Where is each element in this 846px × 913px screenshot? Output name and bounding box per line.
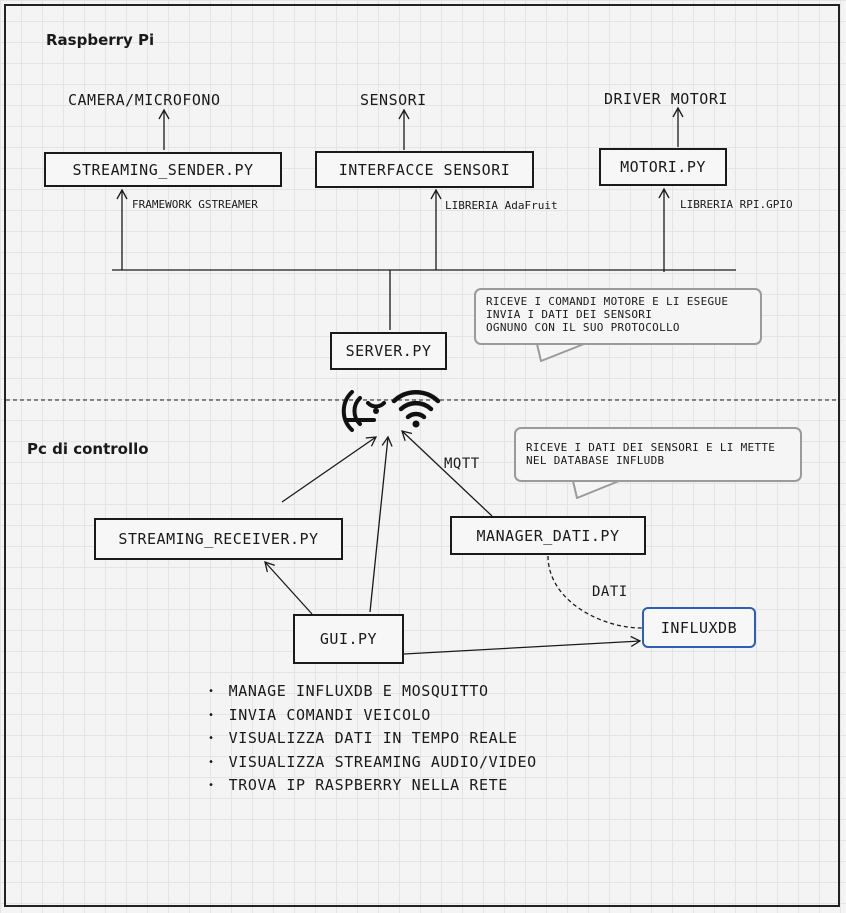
edge-label-dati: DATI bbox=[592, 584, 628, 600]
edge-label-mqtt: MQTT bbox=[444, 456, 480, 472]
node-server[interactable]: SERVER.PY bbox=[330, 332, 447, 370]
edge-gui-to-wireless bbox=[369, 435, 393, 613]
gui-feature-item: VISUALIZZA STREAMING AUDIO/VIDEO bbox=[208, 752, 537, 776]
edge-manager-to-influxdb bbox=[547, 555, 643, 629]
edge-gui-to-influxdb bbox=[403, 635, 642, 655]
note-server-tail bbox=[536, 343, 585, 362]
node-interfacce-sensori[interactable]: INTERFACCE SENSORI bbox=[315, 151, 534, 188]
note-manager-tail bbox=[572, 480, 620, 499]
node-streaming-receiver[interactable]: STREAMING_RECEIVER.PY bbox=[94, 518, 343, 560]
note-manager-line: RICEVE I DATI DEI SENSORI E LI METTE bbox=[526, 441, 776, 454]
node-manager-dati[interactable]: MANAGER_DATI.PY bbox=[450, 516, 646, 555]
edge-gui-to-receiver bbox=[264, 561, 313, 615]
signal-waves-icon bbox=[341, 390, 386, 432]
gui-feature-item: TROVA IP RASPBERRY NELLA RETE bbox=[208, 775, 537, 799]
wifi-icon bbox=[391, 390, 441, 428]
note-manager-line: NEL DATABASE INFLUDB bbox=[526, 454, 665, 467]
edge-receiver-to-wireless bbox=[281, 436, 378, 503]
gui-feature-list: MANAGE INFLUXDB E MOSQUITTO INVIA COMAND… bbox=[208, 681, 537, 799]
note-server-line: INVIA I DATI DEI SENSORI bbox=[486, 308, 653, 321]
gui-feature-item: VISUALIZZA DATI IN TEMPO REALE bbox=[208, 728, 537, 752]
node-influxdb[interactable]: INFLUXDB bbox=[642, 607, 756, 648]
note-server-line: OGNUNO CON IL SUO PROTOCOLLO bbox=[486, 321, 680, 334]
node-gui[interactable]: GUI.PY bbox=[293, 614, 404, 664]
node-streaming-sender[interactable]: STREAMING_SENDER.PY bbox=[44, 152, 282, 187]
diagram-frame bbox=[4, 4, 840, 907]
gui-feature-item: INVIA COMANDI VEICOLO bbox=[208, 705, 537, 729]
edge-manager-to-wireless bbox=[401, 430, 493, 517]
edge-label-rpigpio: LIBRERIA RPI.GPIO bbox=[680, 198, 793, 211]
hardware-motors-label: DRIVER MOTORI bbox=[604, 90, 728, 108]
node-motori[interactable]: MOTORI.PY bbox=[599, 148, 727, 186]
section-raspberry-title: Raspberry Pi bbox=[46, 31, 155, 49]
edge-label-adafruit: LIBRERIA AdaFruit bbox=[445, 199, 558, 212]
hardware-camera-label: CAMERA/MICROFONO bbox=[68, 91, 221, 109]
section-pc-title: Pc di controllo bbox=[27, 440, 149, 458]
gui-feature-item: MANAGE INFLUXDB E MOSQUITTO bbox=[208, 681, 537, 705]
note-server-line: RICEVE I COMANDI MOTORE E LI ESEGUE bbox=[486, 295, 729, 308]
note-manager: RICEVE I DATI DEI SENSORI E LI METTE NEL… bbox=[514, 427, 802, 482]
note-server: RICEVE I COMANDI MOTORE E LI ESEGUE INVI… bbox=[474, 288, 762, 345]
edge-label-gstreamer: FRAMEWORK GSTREAMER bbox=[132, 198, 258, 211]
hardware-sensors-label: SENSORI bbox=[360, 91, 427, 109]
